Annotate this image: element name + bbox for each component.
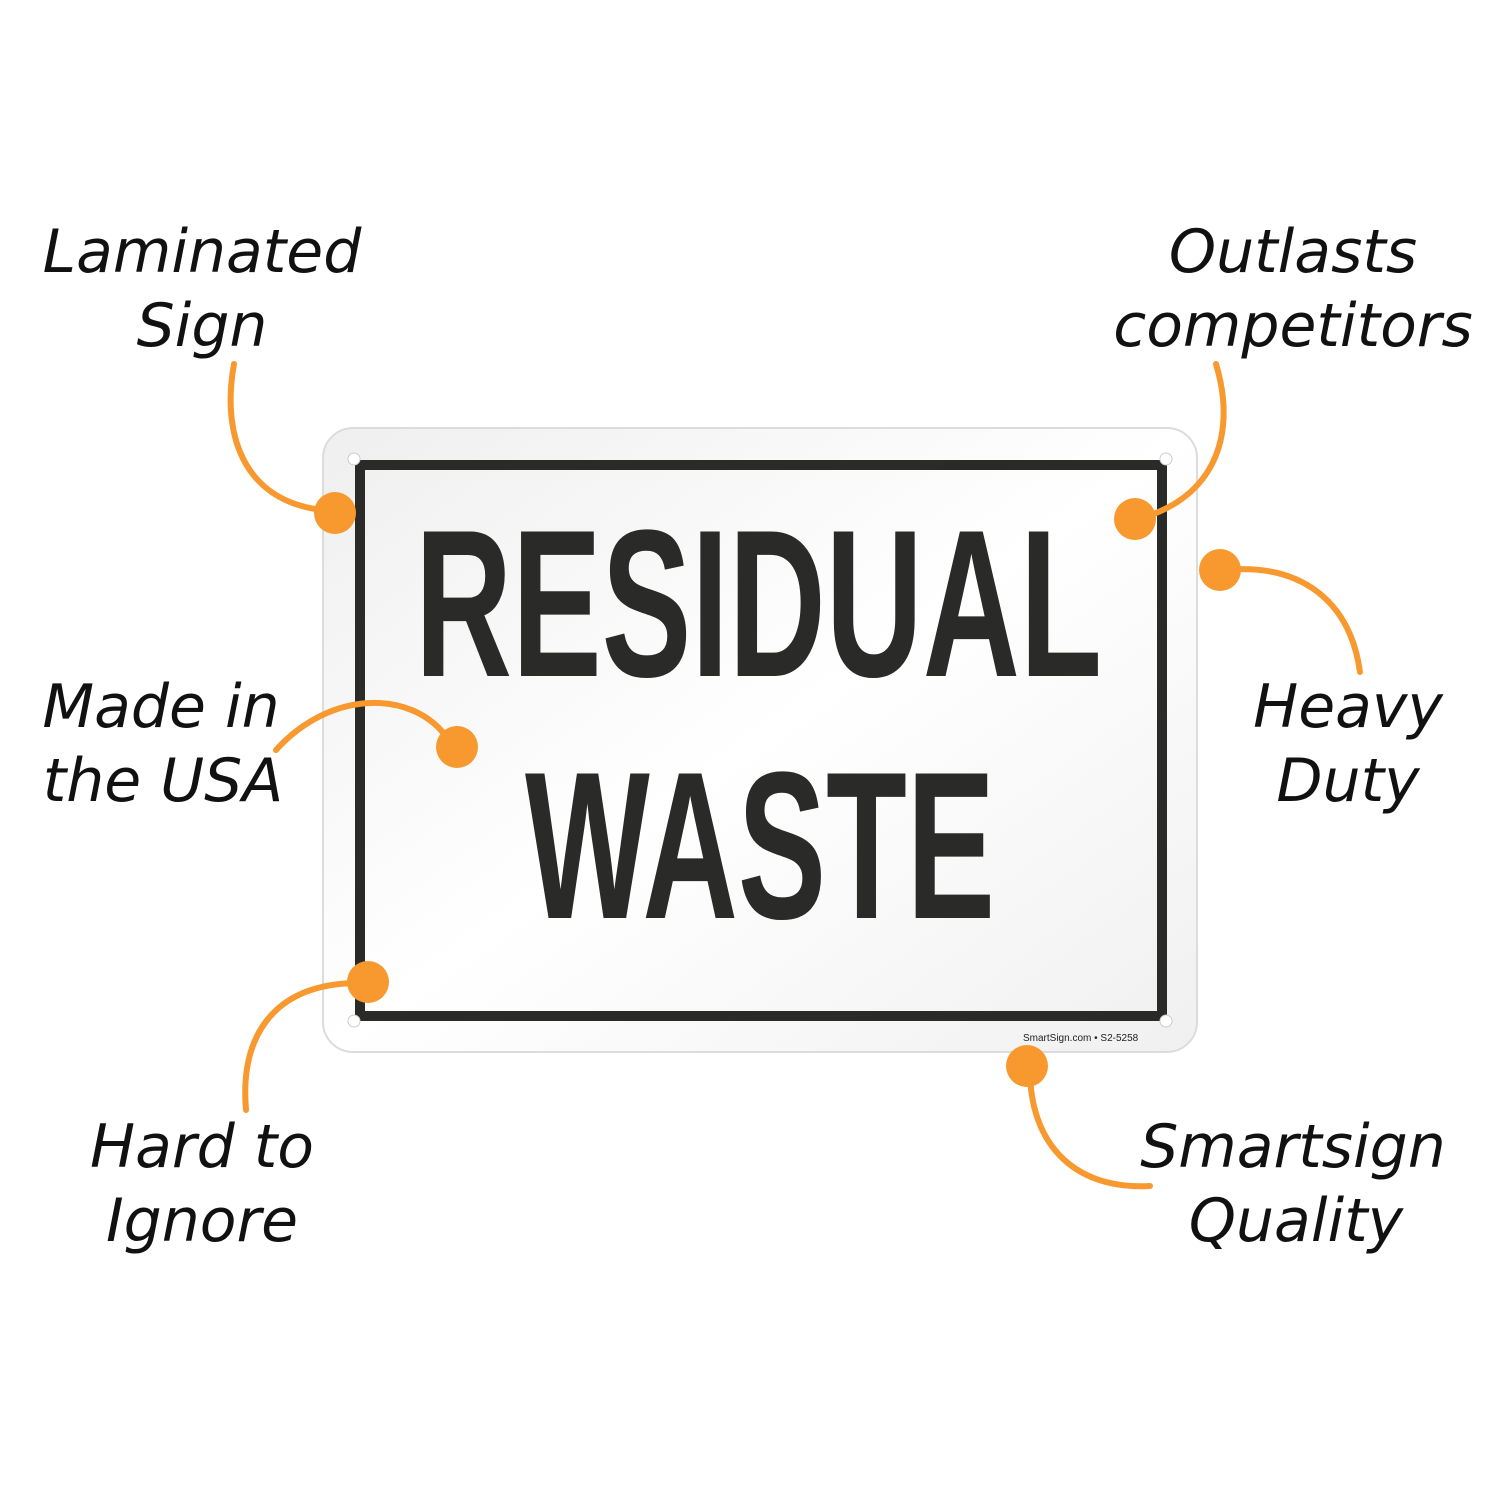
callout-curves	[227, 361, 1363, 1190]
callout-dot	[1114, 498, 1156, 540]
callout-labels: Laminated Sign Outlasts competitors Made…	[42, 217, 1472, 1256]
label-quality-2: Quality	[1189, 1186, 1405, 1256]
mount-hole	[347, 1014, 361, 1028]
callout-dot	[347, 961, 389, 1003]
label-quality-1: Smartsign	[1140, 1112, 1446, 1182]
label-outlasts-1: Outlasts	[1169, 217, 1417, 287]
label-laminated-2: Sign	[137, 291, 268, 361]
sign-line-2: WASTE	[525, 728, 995, 963]
label-laminated-1: Laminated	[43, 217, 363, 287]
label-ignore-2: Ignore	[106, 1186, 298, 1256]
callout-line	[273, 699, 448, 753]
callout-line	[227, 361, 325, 513]
sign: RESIDUAL WASTE SmartSign.com • S2-5258	[322, 427, 1198, 1053]
sign-border	[355, 460, 1167, 1021]
callout-line	[1145, 361, 1227, 519]
callout-line	[242, 980, 358, 1113]
mount-hole	[1159, 452, 1173, 466]
mount-hole	[1159, 1014, 1173, 1028]
callout-line	[1027, 1067, 1153, 1190]
callout-line	[1222, 566, 1363, 675]
callout-dot	[436, 726, 478, 768]
sign-footer: SmartSign.com • S2-5258	[1023, 1033, 1139, 1044]
label-outlasts-2: competitors	[1113, 291, 1473, 361]
label-usa-2: the USA	[43, 746, 284, 816]
sign-panel	[322, 427, 1198, 1053]
callout-dot	[1199, 549, 1241, 591]
label-usa-1: Made in	[42, 672, 279, 742]
label-heavy-1: Heavy	[1253, 672, 1444, 742]
mount-hole	[347, 452, 361, 466]
sign-line-1: RESIDUAL	[415, 486, 1102, 721]
label-ignore-1: Hard to	[90, 1112, 314, 1182]
label-heavy-2: Duty	[1276, 746, 1421, 816]
callout-dot	[1006, 1045, 1048, 1087]
callout-dot	[314, 492, 356, 534]
